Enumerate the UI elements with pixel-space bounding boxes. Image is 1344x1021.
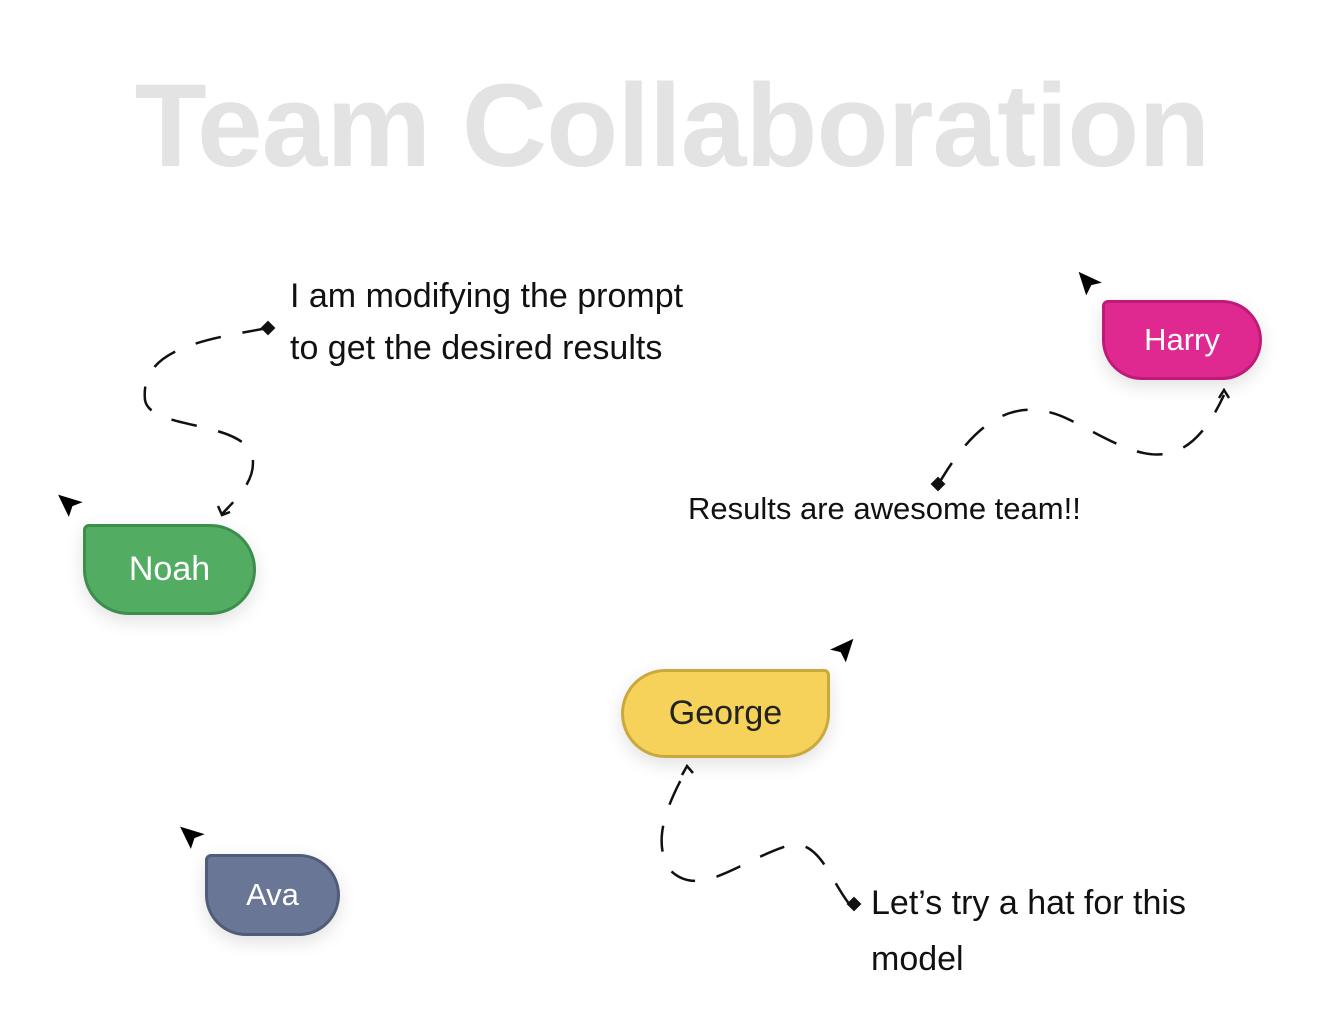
connector-prompt-to-noah bbox=[143, 326, 269, 515]
cursor-arrow-icon bbox=[55, 491, 89, 522]
diamond-marker bbox=[260, 320, 276, 336]
note-awesome: Results are awesome team!! bbox=[688, 491, 1081, 526]
note-line: I am modifying the prompt bbox=[290, 277, 684, 315]
user-tag-george: George bbox=[621, 669, 830, 758]
cursor-arrow-icon bbox=[1075, 268, 1108, 301]
arrowhead-icon bbox=[216, 505, 231, 517]
note-line: Let’s try a hat for this bbox=[871, 884, 1186, 922]
arrowhead-icon bbox=[1217, 387, 1231, 399]
user-tag-noah: Noah bbox=[83, 524, 256, 615]
cursor-arrow-icon bbox=[824, 635, 857, 668]
diamond-marker bbox=[846, 896, 862, 912]
cursor-arrow-icon bbox=[177, 823, 211, 854]
note-prompt: I am modifying the prompt to get the des… bbox=[290, 270, 683, 374]
diamond-marker bbox=[930, 476, 946, 492]
page-title: Team Collaboration bbox=[134, 60, 1211, 192]
arrowhead-icon bbox=[680, 763, 694, 776]
connector-awesome-to-harry bbox=[936, 394, 1226, 486]
note-line: to get the desired results bbox=[290, 329, 663, 367]
note-line: model bbox=[871, 940, 964, 978]
connector-hat-to-george bbox=[660, 769, 851, 906]
note-hat: Let’s try a hat for this model bbox=[871, 875, 1186, 987]
user-tag-ava: Ava bbox=[205, 854, 340, 936]
user-tag-harry: Harry bbox=[1102, 300, 1262, 380]
